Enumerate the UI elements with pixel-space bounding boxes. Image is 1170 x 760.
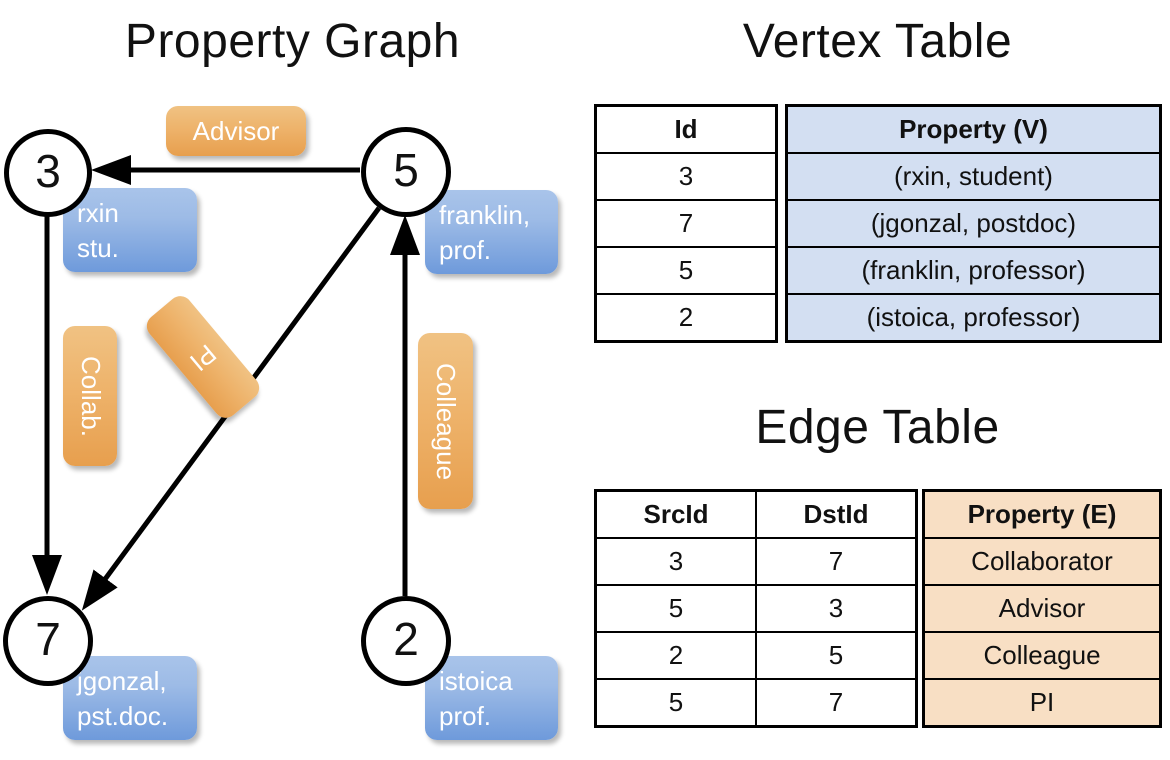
edge-table-header-property: Property (E): [922, 489, 1162, 539]
vertex-label-jgonzal[interactable]: jgonzal, pst.doc.: [63, 656, 197, 740]
edge-table-cell-property: Advisor: [922, 584, 1162, 633]
vertex-table-cell-id: 7: [594, 199, 778, 248]
edge-table-cell-srcid: 3: [594, 537, 757, 586]
table-row: PI: [922, 678, 1162, 728]
table-row: Advisor: [922, 584, 1162, 633]
table-row: 2 5: [594, 631, 918, 680]
graph-node-3[interactable]: 3: [4, 129, 92, 217]
table-row: 7: [594, 199, 778, 248]
vertex-label-rxin[interactable]: rxin stu.: [63, 188, 197, 272]
vertex-table-cell-property: (franklin, professor): [785, 246, 1162, 295]
table-row: 3 7: [594, 537, 918, 586]
table-row: Collaborator: [922, 537, 1162, 586]
vertex-table-cell-id: 3: [594, 152, 778, 201]
vertex-label-istoica[interactable]: istoica prof.: [425, 656, 558, 740]
property-graph-diagram: Advisor Collab. PI Colleague rxin stu. f…: [3, 106, 558, 740]
graph-node-2-label: 2: [393, 613, 419, 665]
vertex-table-cell-id: 5: [594, 246, 778, 295]
table-row: Id: [594, 104, 778, 154]
vertex-table-property-column: Property (V) (rxin, student) (jgonzal, p…: [785, 104, 1162, 343]
vertex-table-header-id: Id: [594, 104, 778, 154]
vertex-label-jgonzal-line1: jgonzal,: [77, 666, 167, 696]
table-row: 5 7: [594, 678, 918, 728]
edge-label-pi-text: PI: [184, 337, 223, 377]
vertex-label-jgonzal-line2: pst.doc.: [77, 701, 169, 732]
vertex-label-istoica-line1: istoica: [439, 666, 513, 696]
table-row: (franklin, professor): [785, 246, 1162, 295]
table-row: 2: [594, 293, 778, 343]
vertex-table-cell-property: (jgonzal, postdoc): [785, 199, 1162, 248]
table-row: Property (E): [922, 489, 1162, 539]
table-row: (jgonzal, postdoc): [785, 199, 1162, 248]
edge-table-cell-dstid: 7: [755, 537, 918, 586]
edge-table-cell-dstid: 5: [755, 631, 918, 680]
vertex-table-cell-property: (rxin, student): [785, 152, 1162, 201]
vertex-table-id-column: Id 3 7 5 2: [594, 104, 778, 343]
edge-table-header-dstid: DstId: [755, 489, 918, 539]
table-row: (rxin, student): [785, 152, 1162, 201]
edge-label-collab[interactable]: Collab.: [63, 326, 117, 466]
graph-node-2[interactable]: 2: [361, 596, 451, 686]
edge-table-cell-srcid: 5: [594, 678, 757, 728]
table-row: (istoica, professor): [785, 293, 1162, 343]
table-row: 5 3: [594, 584, 918, 633]
vertex-table-cell-property: (istoica, professor): [785, 293, 1162, 343]
edge-table-id-columns: SrcId DstId 3 7 5 3 2 5 5 7: [594, 489, 918, 728]
table-row: SrcId DstId: [594, 489, 918, 539]
edge-label-colleague[interactable]: Colleague: [418, 333, 473, 509]
edge-label-advisor-text: Advisor: [192, 115, 280, 146]
vertex-label-rxin-line2: stu.: [77, 233, 119, 264]
edge-table-header-srcid: SrcId: [594, 489, 757, 539]
vertex-label-rxin-line1: rxin: [77, 198, 119, 228]
edge-table-cell-dstid: 7: [755, 678, 918, 728]
edge-label-advisor[interactable]: Advisor: [166, 106, 306, 156]
table-row: Colleague: [922, 631, 1162, 680]
table-row: 3: [594, 152, 778, 201]
page-title-vertex-table: Vertex Table: [742, 15, 1013, 68]
edge-table-cell-dstid: 3: [755, 584, 918, 633]
graph-node-5[interactable]: 5: [361, 127, 451, 217]
table-row: Property (V): [785, 104, 1162, 154]
edge-table-cell-property: Collaborator: [922, 537, 1162, 586]
graph-node-3-label: 3: [35, 145, 61, 197]
vertex-label-franklin-line2: prof.: [439, 235, 492, 266]
edge-table-cell-srcid: 2: [594, 631, 757, 680]
edge-table-cell-property: Colleague: [922, 631, 1162, 680]
graph-node-5-label: 5: [393, 144, 419, 196]
edge-table-property-column: Property (E) Collaborator Advisor Collea…: [922, 489, 1162, 728]
vertex-label-franklin[interactable]: franklin, prof.: [425, 190, 558, 274]
vertex-label-franklin-line1: franklin,: [439, 200, 531, 230]
edge-label-collab-text: Collab.: [75, 355, 106, 437]
vertex-table-header-property: Property (V): [785, 104, 1162, 154]
vertex-table-cell-id: 2: [594, 293, 778, 343]
vertex-label-istoica-line2: prof.: [439, 701, 492, 732]
graph-node-7-label: 7: [35, 613, 61, 665]
edge-table-cell-srcid: 5: [594, 584, 757, 633]
page-title-property-graph: Property Graph: [124, 15, 461, 68]
page-title-edge-table: Edge Table: [755, 401, 1000, 454]
edge-label-colleague-text: Colleague: [431, 362, 461, 480]
graph-node-7[interactable]: 7: [3, 596, 93, 686]
table-row: 5: [594, 246, 778, 295]
edge-table-cell-property: PI: [922, 678, 1162, 728]
